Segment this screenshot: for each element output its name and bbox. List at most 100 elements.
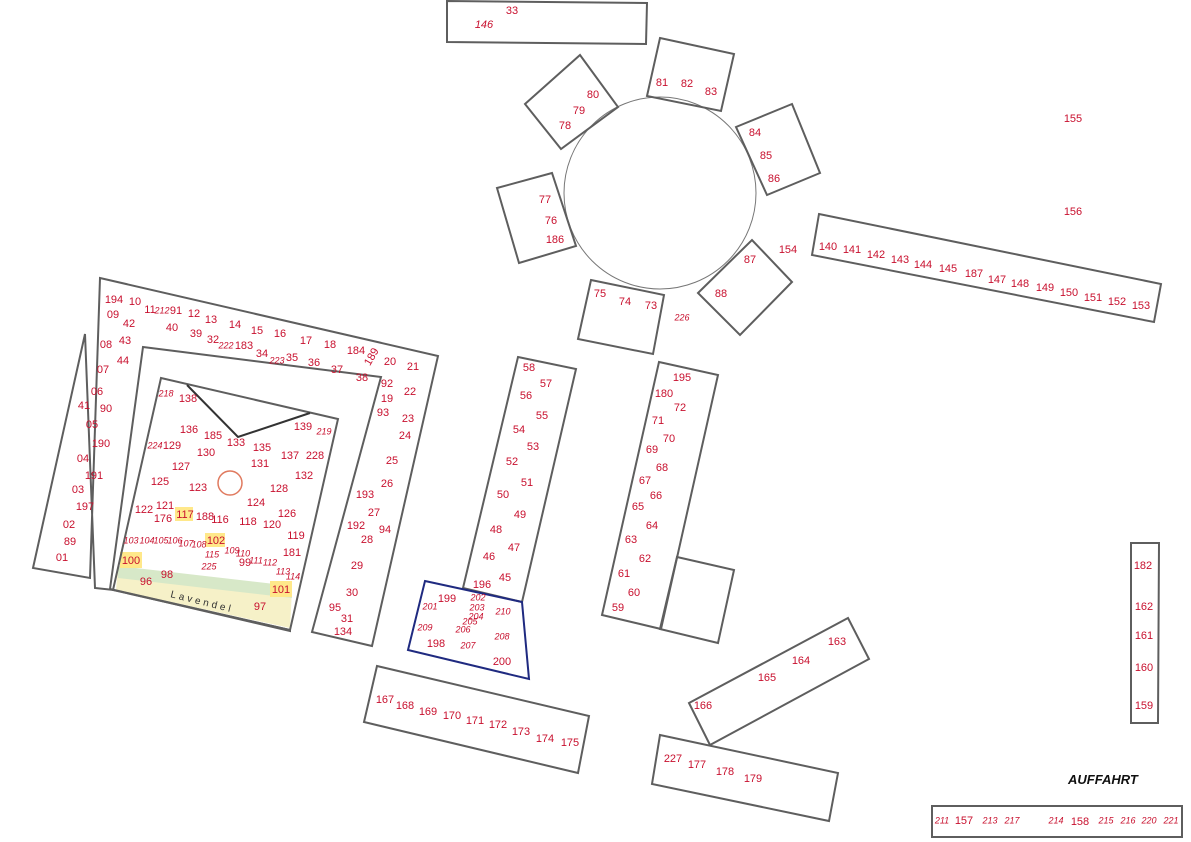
stall-199[interactable]: 199 xyxy=(438,593,456,605)
stall-117[interactable]: 117 xyxy=(176,509,194,521)
stall-103[interactable]: 103 xyxy=(123,535,138,545)
stall-04[interactable]: 04 xyxy=(77,453,89,465)
stall-173[interactable]: 173 xyxy=(512,726,530,738)
stall-178[interactable]: 178 xyxy=(716,766,734,778)
stall-86[interactable]: 86 xyxy=(768,173,780,185)
stall-121[interactable]: 121 xyxy=(156,500,174,512)
stall-131[interactable]: 131 xyxy=(251,458,269,470)
stall-164[interactable]: 164 xyxy=(792,655,810,667)
stall-75[interactable]: 75 xyxy=(594,288,606,300)
stall-123[interactable]: 123 xyxy=(189,482,207,494)
stall-06[interactable]: 06 xyxy=(91,386,103,398)
stall-89[interactable]: 89 xyxy=(64,536,76,548)
stall-07[interactable]: 07 xyxy=(97,364,109,376)
stall-143[interactable]: 143 xyxy=(891,254,909,266)
stall-145[interactable]: 145 xyxy=(939,263,957,275)
stall-53[interactable]: 53 xyxy=(527,441,539,453)
stall-71[interactable]: 71 xyxy=(652,415,664,427)
stall-58[interactable]: 58 xyxy=(523,362,535,374)
stall-82[interactable]: 82 xyxy=(681,78,693,90)
stall-187[interactable]: 187 xyxy=(965,268,983,280)
stall-215[interactable]: 215 xyxy=(1097,815,1114,825)
stall-80[interactable]: 80 xyxy=(587,89,599,101)
stall-166[interactable]: 166 xyxy=(694,700,712,712)
stall-42[interactable]: 42 xyxy=(123,318,135,330)
stall-24[interactable]: 24 xyxy=(399,430,411,442)
stall-90[interactable]: 90 xyxy=(100,403,112,415)
stall-130[interactable]: 130 xyxy=(197,447,215,459)
stall-116[interactable]: 116 xyxy=(211,514,229,526)
stall-137[interactable]: 137 xyxy=(281,450,299,462)
stall-128[interactable]: 128 xyxy=(270,483,288,495)
stall-223[interactable]: 223 xyxy=(268,355,284,365)
stall-31[interactable]: 31 xyxy=(341,613,353,625)
stall-45[interactable]: 45 xyxy=(499,572,511,584)
stall-188[interactable]: 188 xyxy=(196,511,214,523)
stall-209[interactable]: 209 xyxy=(416,622,432,632)
stall-141[interactable]: 141 xyxy=(843,244,861,256)
stall-219[interactable]: 219 xyxy=(315,426,331,436)
stall-21[interactable]: 21 xyxy=(407,361,419,373)
stall-62[interactable]: 62 xyxy=(639,553,651,565)
stall-79[interactable]: 79 xyxy=(573,105,585,117)
stall-193[interactable]: 193 xyxy=(356,489,374,501)
stall-96[interactable]: 96 xyxy=(140,576,152,588)
stall-48[interactable]: 48 xyxy=(490,524,502,536)
stall-133[interactable]: 133 xyxy=(227,437,245,449)
stall-144[interactable]: 144 xyxy=(914,259,932,271)
stall-119[interactable]: 119 xyxy=(287,530,305,542)
stall-67[interactable]: 67 xyxy=(639,475,651,487)
stall-107[interactable]: 107 xyxy=(178,538,194,548)
stall-165[interactable]: 165 xyxy=(758,672,776,684)
stall-197[interactable]: 197 xyxy=(76,501,94,513)
stall-37[interactable]: 37 xyxy=(331,364,343,376)
stall-114[interactable]: 114 xyxy=(286,571,300,581)
stall-56[interactable]: 56 xyxy=(520,390,532,402)
stall-216[interactable]: 216 xyxy=(1119,815,1135,825)
stall-142[interactable]: 142 xyxy=(867,249,885,261)
stall-184[interactable]: 184 xyxy=(347,345,365,357)
stall-152[interactable]: 152 xyxy=(1108,296,1126,308)
stall-161[interactable]: 161 xyxy=(1135,630,1153,642)
stall-29[interactable]: 29 xyxy=(351,560,363,572)
stall-26[interactable]: 26 xyxy=(381,478,393,490)
stall-105[interactable]: 105 xyxy=(153,535,169,545)
stall-191[interactable]: 191 xyxy=(85,470,103,482)
stall-18[interactable]: 18 xyxy=(324,339,336,351)
stall-217[interactable]: 217 xyxy=(1003,815,1020,825)
stall-76[interactable]: 76 xyxy=(545,215,557,227)
stall-49[interactable]: 49 xyxy=(514,509,526,521)
stall-57[interactable]: 57 xyxy=(540,378,552,390)
stall-52[interactable]: 52 xyxy=(506,456,518,468)
stall-109[interactable]: 109 xyxy=(224,545,239,555)
stall-28[interactable]: 28 xyxy=(361,534,373,546)
stall-190[interactable]: 190 xyxy=(92,438,110,450)
stall-220[interactable]: 220 xyxy=(1140,815,1156,825)
stall-43[interactable]: 43 xyxy=(119,335,131,347)
stall-225[interactable]: 225 xyxy=(200,561,217,571)
stall-205[interactable]: 205 xyxy=(461,616,478,626)
stall-115[interactable]: 115 xyxy=(205,549,220,559)
stall-102[interactable]: 102 xyxy=(207,535,225,547)
stall-73[interactable]: 73 xyxy=(645,300,657,312)
stall-60[interactable]: 60 xyxy=(628,587,640,599)
stall-120[interactable]: 120 xyxy=(263,519,281,531)
stall-61[interactable]: 61 xyxy=(618,568,630,580)
stall-38[interactable]: 38 xyxy=(356,372,368,384)
stall-99[interactable]: 99 xyxy=(239,557,251,569)
stall-108[interactable]: 108 xyxy=(191,539,206,549)
stall-54[interactable]: 54 xyxy=(513,424,525,436)
stall-127[interactable]: 127 xyxy=(172,461,190,473)
stall-194[interactable]: 194 xyxy=(105,294,123,306)
stall-175[interactable]: 175 xyxy=(561,737,579,749)
stall-68[interactable]: 68 xyxy=(656,462,668,474)
stall-196[interactable]: 196 xyxy=(473,579,491,591)
stall-55[interactable]: 55 xyxy=(536,410,548,422)
stall-78[interactable]: 78 xyxy=(559,120,571,132)
stall-27[interactable]: 27 xyxy=(368,507,380,519)
stall-218[interactable]: 218 xyxy=(157,388,173,398)
stall-153[interactable]: 153 xyxy=(1132,300,1150,312)
stall-09[interactable]: 09 xyxy=(107,309,119,321)
stall-200[interactable]: 200 xyxy=(493,656,511,668)
stall-156[interactable]: 156 xyxy=(1064,206,1082,218)
